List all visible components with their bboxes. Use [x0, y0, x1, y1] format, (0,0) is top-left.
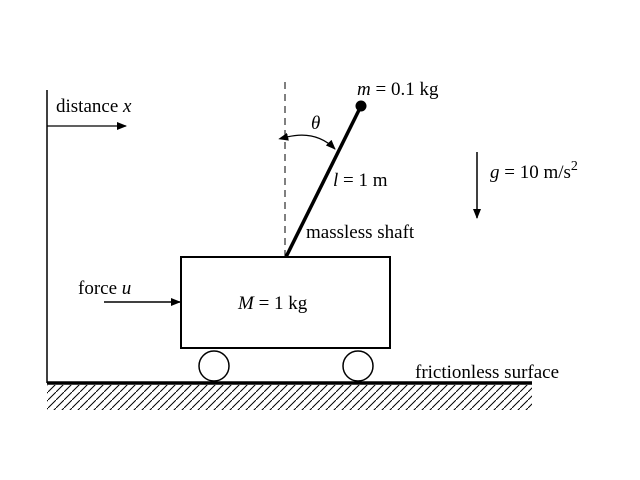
shaft-label: massless shaft	[306, 222, 415, 243]
wheel-right	[342, 350, 374, 382]
surface-label: frictionless surface	[415, 362, 559, 383]
force-label: force u	[78, 278, 131, 299]
cart-mass-label: M = 1 kg	[237, 293, 308, 314]
ground-hatch	[47, 385, 532, 410]
pendulum-shaft	[284, 105, 363, 258]
angle-arc	[278, 132, 336, 150]
cart-body	[180, 256, 391, 349]
pendulum-mass-label: m = 0.1 kg	[357, 79, 439, 100]
distance-label: distance x	[56, 96, 132, 117]
length-label: l = 1 m	[333, 170, 388, 191]
wheel-left	[198, 350, 230, 382]
gravity-label: g = 10 m/s2	[490, 159, 578, 183]
angle-label: θ	[311, 113, 320, 134]
pendulum-mass	[355, 100, 367, 112]
